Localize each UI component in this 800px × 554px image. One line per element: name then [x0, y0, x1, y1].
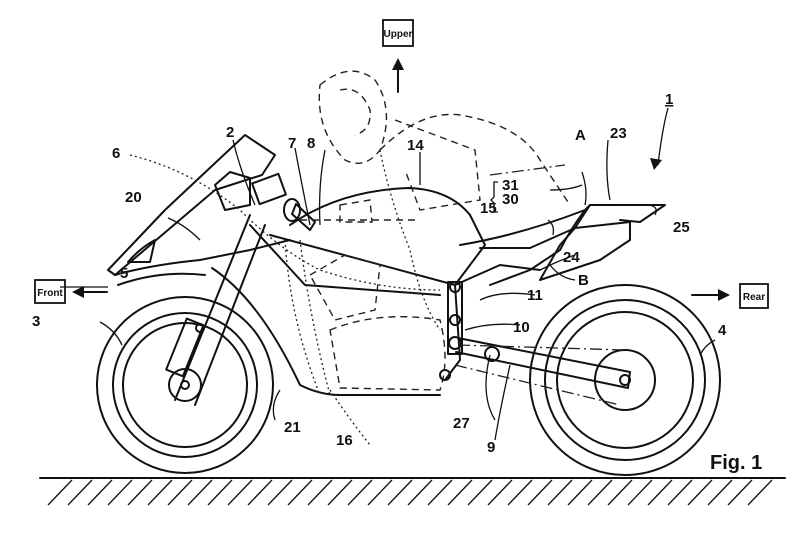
ref-10: 10	[513, 319, 530, 336]
ref-1: 1	[665, 91, 673, 108]
bracket-15	[490, 181, 498, 213]
tail-section	[454, 204, 666, 286]
ref-23: 23	[610, 125, 627, 142]
ref-9: 9	[487, 439, 495, 456]
body-outline	[211, 187, 486, 396]
engine-outline	[284, 239, 446, 396]
front-cowl	[107, 134, 291, 286]
ref-27: 27	[453, 415, 470, 432]
ref-16: 16	[336, 432, 353, 449]
swing-arm	[454, 337, 631, 406]
ref-21: 21	[284, 419, 301, 436]
ref-3: 3	[32, 313, 40, 330]
direction-rear: Rear	[691, 283, 769, 309]
ref-7: 7	[288, 135, 296, 152]
ref-4: 4	[718, 322, 727, 339]
ref-8: 8	[307, 135, 315, 152]
arrow-up-icon	[392, 58, 404, 70]
rider-outline	[300, 70, 571, 331]
arrow-left-icon	[72, 286, 84, 298]
frame-pivot	[439, 281, 500, 381]
direction-upper: Upper	[382, 19, 414, 93]
ref-2: 2	[226, 124, 234, 141]
front-fork	[165, 214, 266, 406]
harness-lines	[129, 154, 441, 446]
ref-11: 11	[527, 287, 543, 304]
ref-25: 25	[673, 219, 690, 236]
ref-B: B	[578, 272, 589, 289]
rear-label: Rear	[743, 292, 765, 303]
ground	[39, 477, 786, 506]
ref-14: 14	[407, 137, 424, 154]
ref-30: 30	[502, 191, 519, 208]
ref-6: 6	[112, 145, 120, 162]
reference-numerals: 1 2 3 4 5 6 7 8 9 10 11 14 15 16 20 21 2…	[32, 91, 727, 456]
ref-5: 5	[120, 265, 128, 282]
direction-front: Front	[34, 279, 108, 304]
ref-A: A	[575, 127, 586, 144]
upper-label: Upper	[384, 29, 413, 40]
ref-15: 15	[480, 200, 497, 217]
ground-hatching	[47, 479, 773, 506]
figure-title: Fig. 1	[710, 452, 762, 474]
leader-lines	[60, 107, 716, 441]
ref-31: 31	[502, 177, 519, 194]
ref-20: 20	[125, 189, 142, 206]
front-label: Front	[37, 288, 63, 299]
ref-24: 24	[563, 249, 580, 266]
arrow-right-icon	[718, 289, 730, 301]
rear-wheel	[529, 284, 721, 476]
